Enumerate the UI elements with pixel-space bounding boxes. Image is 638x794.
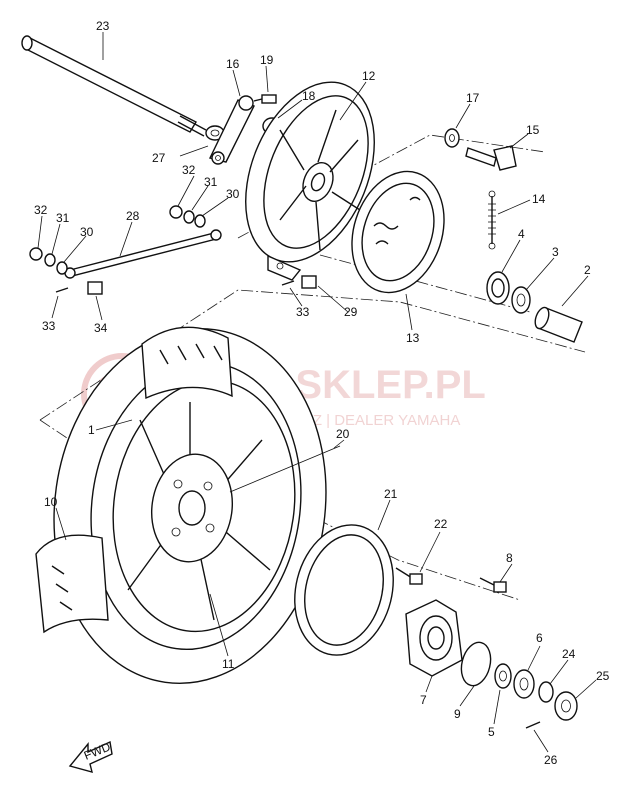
callout-30-left: 30 [80, 225, 94, 239]
part-15-camshaft [465, 145, 517, 171]
callout-3: 3 [552, 245, 559, 259]
callout-19: 19 [260, 53, 274, 67]
part-28-tension-bar [64, 229, 222, 279]
callout-24: 24 [562, 647, 576, 661]
callout-25: 25 [596, 669, 610, 683]
callout-30-right: 30 [226, 187, 240, 201]
part-5-bearing [494, 663, 512, 689]
part-34-bolt [87, 281, 103, 295]
part-8-bolt [479, 577, 507, 593]
part-24-washer [538, 681, 554, 703]
callout-31-right: 31 [204, 175, 218, 189]
part-4-bearing [486, 271, 510, 305]
part-32-nut [29, 205, 183, 261]
part-16-brake-lever [208, 95, 255, 165]
callout-13: 13 [406, 331, 420, 345]
callout-22: 22 [434, 517, 448, 531]
part-19-bolt [253, 94, 277, 104]
callout-23: 23 [96, 19, 110, 33]
callout-numbers: 23 16 19 18 12 17 15 14 4 3 2 13 29 33 2… [34, 19, 610, 767]
callout-5: 5 [488, 725, 495, 739]
callout-14: 14 [532, 192, 546, 206]
callout-27: 27 [152, 151, 166, 165]
callout-21: 21 [384, 487, 398, 501]
part-20-spoke [229, 445, 341, 493]
part-21-drum-ring [294, 524, 394, 656]
part-25-castle-nut [554, 691, 578, 721]
part-30-washer [56, 214, 206, 275]
part-22-bolt [395, 567, 423, 585]
callout-11: 11 [222, 657, 235, 671]
callout-6: 6 [536, 631, 543, 645]
part-13-brake-shoes [351, 170, 445, 294]
callout-32-right: 32 [182, 163, 196, 177]
part-31-washer [44, 210, 195, 267]
part-26-cotter-pin [525, 721, 541, 729]
callout-28: 28 [126, 209, 140, 223]
callout-17: 17 [466, 91, 480, 105]
callout-10: 10 [44, 495, 58, 509]
part-23-axle [21, 35, 225, 141]
part-2-collar [534, 306, 583, 343]
part-3-oil-seal [511, 286, 531, 314]
callout-31-left: 31 [56, 211, 70, 225]
part-14-spring [488, 190, 496, 250]
callout-18: 18 [302, 89, 316, 103]
callout-32-left: 32 [34, 203, 48, 217]
part-1-tire-and-wheel [35, 326, 327, 684]
callout-16: 16 [226, 57, 240, 71]
callout-33-lower: 33 [42, 319, 56, 333]
callout-33-upper: 33 [296, 305, 310, 319]
callout-20: 20 [336, 427, 350, 441]
part-17-washer [444, 128, 460, 148]
callout-29: 29 [344, 305, 358, 319]
part-6-bearing [513, 669, 535, 699]
callout-15: 15 [526, 123, 540, 137]
callout-8: 8 [506, 551, 513, 565]
callout-12: 12 [362, 69, 376, 83]
leader-lines [37, 32, 597, 753]
callout-1: 1 [88, 423, 95, 437]
callout-7: 7 [420, 693, 427, 707]
fwd-arrow-icon: FWD [68, 739, 113, 773]
callout-4: 4 [518, 227, 525, 241]
part-29-bolt [301, 275, 317, 289]
callout-34: 34 [94, 321, 108, 335]
part-12-brake-shoe-plate [245, 81, 375, 281]
part-7-hub-flange [405, 599, 463, 677]
part-9-o-ring [460, 641, 492, 687]
callout-26: 26 [544, 753, 558, 767]
callout-9: 9 [454, 707, 461, 721]
part-33-cotter-pin [55, 280, 295, 293]
callout-2: 2 [584, 263, 591, 277]
